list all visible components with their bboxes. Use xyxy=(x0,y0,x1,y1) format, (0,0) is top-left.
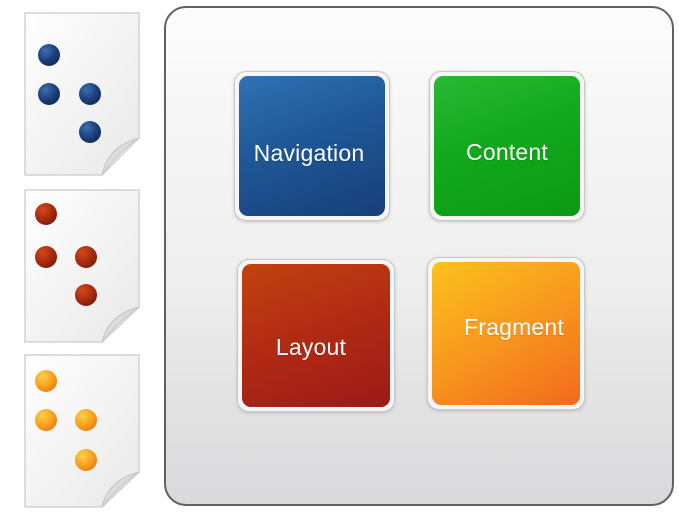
fragment-tile: Fragment xyxy=(427,257,585,410)
navigation-label: Navigation xyxy=(253,139,365,166)
content-tile: Content xyxy=(429,71,585,221)
dot-group xyxy=(35,370,97,471)
layout-label: Layout xyxy=(275,334,347,360)
navigation-tile: Navigation xyxy=(234,71,390,221)
document-icon-navigation xyxy=(22,10,142,178)
layout-tile: Layout xyxy=(237,259,395,412)
document-icon-layout xyxy=(22,187,142,345)
document-icon-fragment xyxy=(22,352,142,510)
fragment-tile-face: Fragment xyxy=(432,262,580,405)
fragment-label: Fragment xyxy=(463,314,565,340)
dot-group xyxy=(35,203,97,306)
dot-group xyxy=(38,44,101,143)
navigation-tile-face: Navigation xyxy=(239,76,385,216)
content-label: Content xyxy=(466,138,548,165)
layout-tile-face: Layout xyxy=(242,264,390,407)
content-tile-face: Content xyxy=(434,76,580,216)
